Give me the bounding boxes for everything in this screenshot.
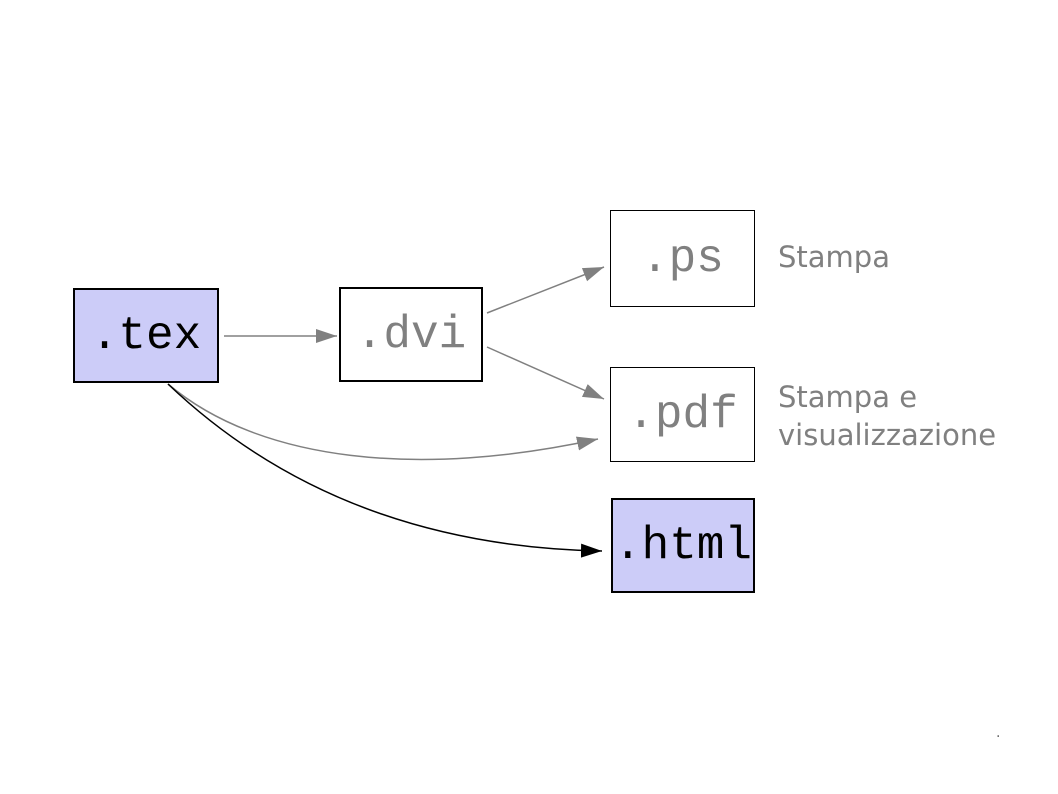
node-dvi-label: .dvi bbox=[355, 308, 467, 361]
annotation-pdf-line2: visualizzazione bbox=[778, 418, 997, 452]
arrow-tex-to-html bbox=[167, 383, 603, 558]
annotation-ps-text: Stampa bbox=[778, 240, 890, 274]
arrow-tex-to-pdf bbox=[167, 383, 599, 461]
annotation-pdf: Stampa e visualizzazione bbox=[778, 378, 996, 454]
arrow-dvi-to-pdf bbox=[486, 346, 605, 400]
node-html: .html bbox=[611, 498, 755, 593]
node-pdf: .pdf bbox=[610, 367, 755, 462]
arrow-dvi-to-ps bbox=[486, 266, 605, 314]
node-dvi: .dvi bbox=[339, 287, 483, 382]
node-pdf-label: .pdf bbox=[627, 388, 738, 441]
node-ps-label: .ps bbox=[641, 232, 724, 285]
annotation-pdf-line1: Stampa e bbox=[778, 380, 918, 414]
node-ps: .ps bbox=[610, 210, 755, 307]
node-tex-label: .tex bbox=[90, 309, 202, 362]
corner-stray-mark: . bbox=[996, 725, 1001, 741]
node-tex: .tex bbox=[73, 288, 219, 383]
annotation-ps: Stampa bbox=[778, 238, 890, 276]
node-html-label: .html bbox=[613, 519, 753, 572]
